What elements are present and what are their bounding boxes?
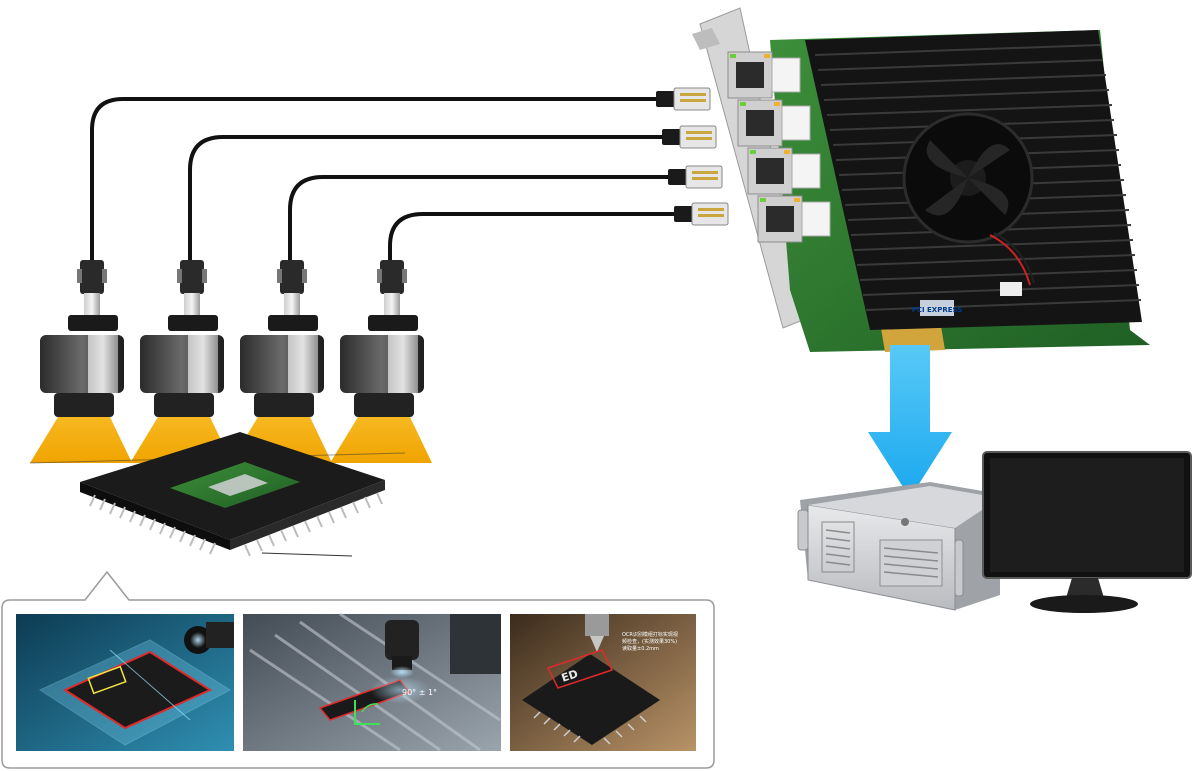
light-cone <box>330 417 432 463</box>
cable-2 <box>188 135 668 264</box>
rj45-port-icon <box>747 147 821 195</box>
svg-text:90° ± 1°: 90° ± 1° <box>402 688 437 697</box>
rj45-port-icon <box>737 99 811 147</box>
rj45-ports <box>727 51 831 243</box>
svg-text:读取量±0.2mm: 读取量±0.2mm <box>622 645 659 652</box>
thumbnail-angle-measure: 90° ± 1° <box>243 612 501 752</box>
heatsink <box>805 30 1142 330</box>
cable-connector-icon <box>280 260 304 294</box>
camera-1 <box>30 260 132 463</box>
svg-text:PCI EXPRESS: PCI EXPRESS <box>912 306 963 314</box>
chip-icon <box>80 432 385 557</box>
camera-2 <box>130 260 232 463</box>
light-cone <box>30 417 132 463</box>
monitor-icon <box>982 451 1192 613</box>
fan-icon <box>902 112 1034 244</box>
rj45-plug-icon <box>674 202 729 226</box>
cable-connector-icon <box>380 260 404 294</box>
svg-text:频检查，(实测效果30%): 频检查，(实测效果30%) <box>622 638 677 645</box>
camera-3 <box>230 260 332 463</box>
svg-text:ED: ED <box>560 667 580 685</box>
thumbnail-chip-inspection <box>16 614 234 751</box>
application-panel: 90° ± 1° ED OCR识别模组打标实现视 频检查，(实测效果30%) 读… <box>1 570 715 769</box>
rj45-plug-icon <box>668 165 723 189</box>
rj45-plug-icon <box>656 87 711 111</box>
thumbnail-ocr-reading: ED OCR识别模组打标实现视 频检查，(实测效果30%) 读取量±0.2mm <box>510 614 696 751</box>
down-arrow-icon <box>868 345 952 498</box>
camera-4 <box>330 260 432 463</box>
ethernet-cables <box>90 97 680 264</box>
network-card: PCI EXPRESS <box>692 7 1150 352</box>
rj45-plug-icon <box>662 125 717 149</box>
rj45-port-icon <box>757 195 831 243</box>
cable-connector-icon <box>80 260 104 294</box>
pci-express-badge: PCI EXPRESS <box>912 300 963 316</box>
rj45-plugs-card-side <box>656 87 729 226</box>
cable-3 <box>288 175 674 264</box>
svg-text:OCR识别模组打标实现视: OCR识别模组打标实现视 <box>622 631 678 638</box>
industrial-pc <box>797 482 1000 611</box>
cable-4 <box>388 212 680 264</box>
cable-connector-icon <box>180 260 204 294</box>
rj45-port-icon <box>727 51 801 99</box>
cable-1 <box>90 97 662 264</box>
cameras <box>29 260 432 464</box>
